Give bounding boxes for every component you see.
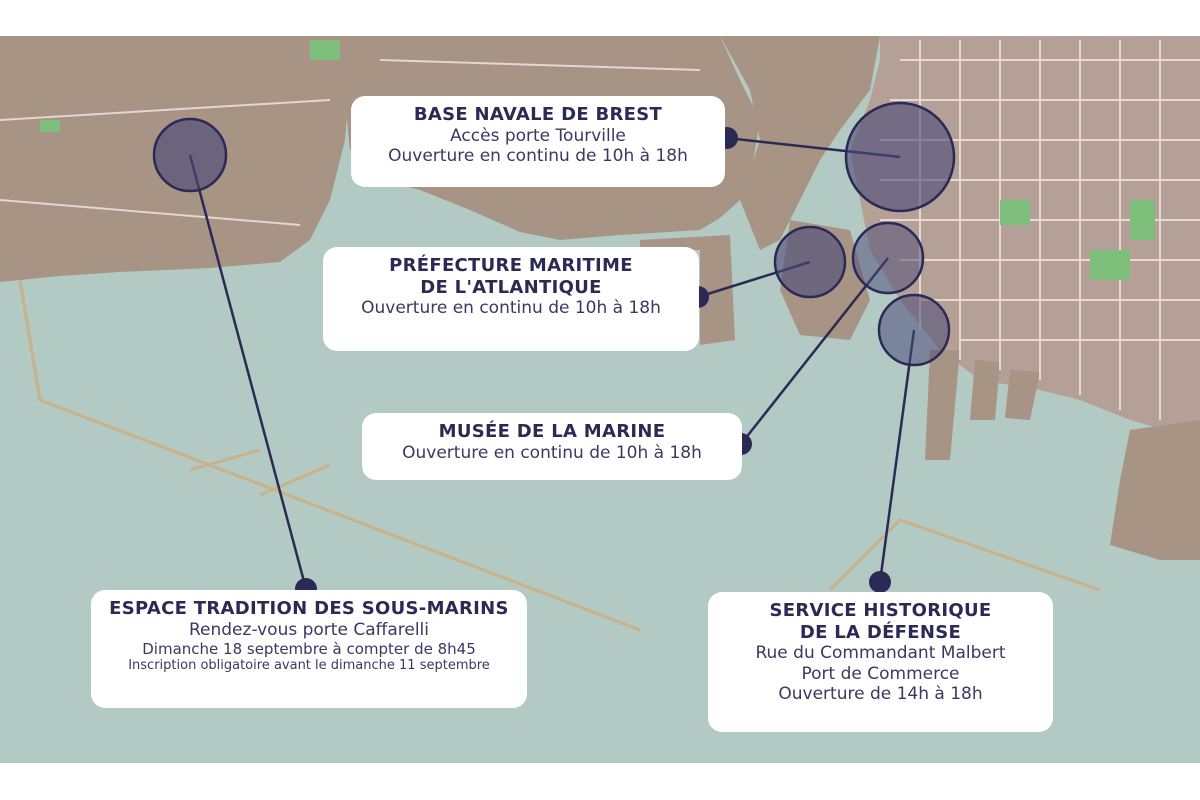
pier-3: [1005, 370, 1040, 420]
circle-musee: [851, 221, 925, 295]
site-circles: [152, 101, 956, 367]
label-line: Ouverture en continu de 10h à 18h: [388, 145, 688, 166]
label-line: Accès porte Tourville: [450, 125, 626, 146]
label-line: Dimanche 18 septembre à compter de 8h45: [142, 639, 476, 658]
label-line: Rendez-vous porte Caffarelli: [188, 619, 429, 640]
line-sous-marins: [188, 154, 308, 590]
label-title: ESPACE TRADITION DES SOUS-MARINS: [109, 598, 509, 619]
label-shd: SERVICE HISTORIQUE DE LA DÉFENSE Rue du …: [708, 592, 1053, 732]
breakwater: [18, 279, 1101, 632]
label-title: PRÉFECTURE MARITIME: [389, 255, 633, 276]
label-title: DE L'ATLANTIQUE: [420, 276, 602, 298]
parks: [40, 40, 1155, 280]
label-musee: MUSÉE DE LA MARINE Ouverture en continu …: [362, 413, 742, 480]
label-line: Inscription obligatoire avant le dimanch…: [128, 657, 490, 673]
label-line: Ouverture en continu de 10h à 18h: [361, 298, 661, 319]
label-sous-marins: ESPACE TRADITION DES SOUS-MARINS Rendez-…: [91, 590, 527, 708]
label-prefecture: PRÉFECTURE MARITIME DE L'ATLANTIQUE Ouve…: [323, 247, 699, 351]
circle-base-navale: [844, 101, 956, 213]
label-line: Rue du Commandant Malbert: [755, 643, 1006, 664]
land-north-center: [720, 36, 880, 250]
circle-prefecture: [773, 225, 847, 299]
pier-middle: [640, 235, 735, 345]
dot-shd: [869, 571, 891, 593]
circle-shd: [877, 293, 951, 367]
label-title: MUSÉE DE LA MARINE: [438, 421, 666, 442]
label-line: Ouverture en continu de 10h à 18h: [402, 442, 702, 463]
label-line: Port de Commerce: [801, 663, 960, 684]
pier-1: [925, 350, 960, 460]
label-title: SERVICE HISTORIQUE: [769, 600, 992, 621]
label-line: Ouverture de 14h à 18h: [778, 683, 983, 704]
label-title: DE LA DÉFENSE: [799, 621, 962, 643]
line-musee: [740, 257, 889, 445]
bottom-margin: [0, 763, 1200, 800]
top-margin: [0, 0, 1200, 36]
land-southeast: [1110, 420, 1200, 560]
label-title: BASE NAVALE DE BREST: [413, 104, 663, 125]
connector-lines: [188, 136, 916, 590]
pier-2: [970, 360, 1000, 420]
line-shd: [878, 329, 916, 583]
circle-sous-marins: [152, 117, 228, 193]
label-base-navale: BASE NAVALE DE BREST Accès porte Tourvil…: [351, 96, 725, 187]
